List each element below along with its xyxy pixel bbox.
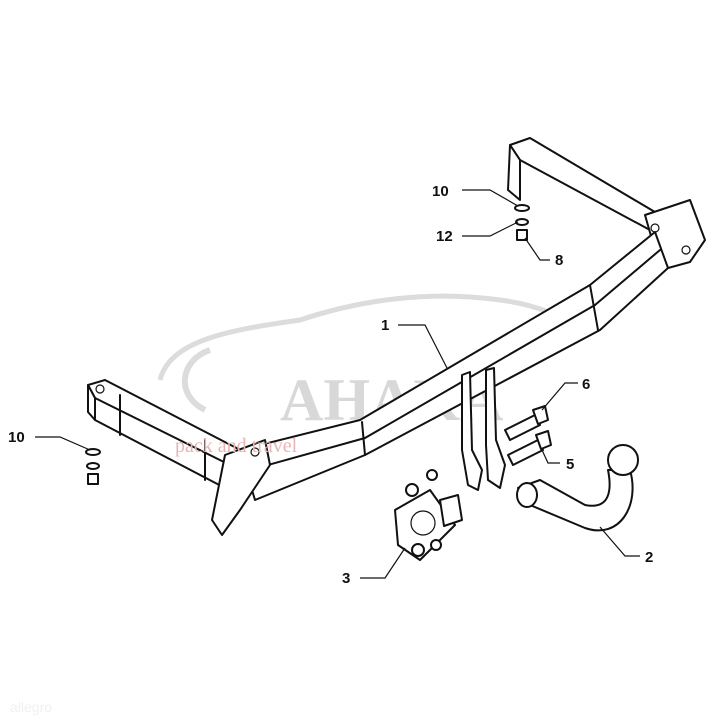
label-10-left: 10 bbox=[8, 429, 25, 446]
label-12: 12 bbox=[436, 228, 453, 245]
label-8: 8 bbox=[555, 252, 563, 269]
label-10-top: 10 bbox=[432, 183, 449, 200]
watermark-tagline: pack and travel bbox=[175, 435, 298, 457]
hitch-mounting-plates bbox=[461, 367, 506, 491]
label-6: 6 bbox=[582, 376, 590, 393]
left-mounting-bracket bbox=[87, 379, 271, 536]
bolts bbox=[504, 405, 552, 466]
right-mounting-bracket bbox=[507, 137, 706, 269]
leader-lines bbox=[35, 189, 640, 579]
label-2: 2 bbox=[645, 549, 653, 566]
label-5: 5 bbox=[566, 456, 574, 473]
main-crossbeam bbox=[239, 231, 669, 501]
washers-and-nuts bbox=[85, 204, 530, 485]
tow-ball-neck bbox=[516, 444, 639, 532]
label-3: 3 bbox=[342, 570, 350, 587]
watermark-corner: allegro bbox=[10, 699, 52, 715]
label-1: 1 bbox=[381, 317, 389, 334]
socket-plate bbox=[394, 469, 463, 561]
